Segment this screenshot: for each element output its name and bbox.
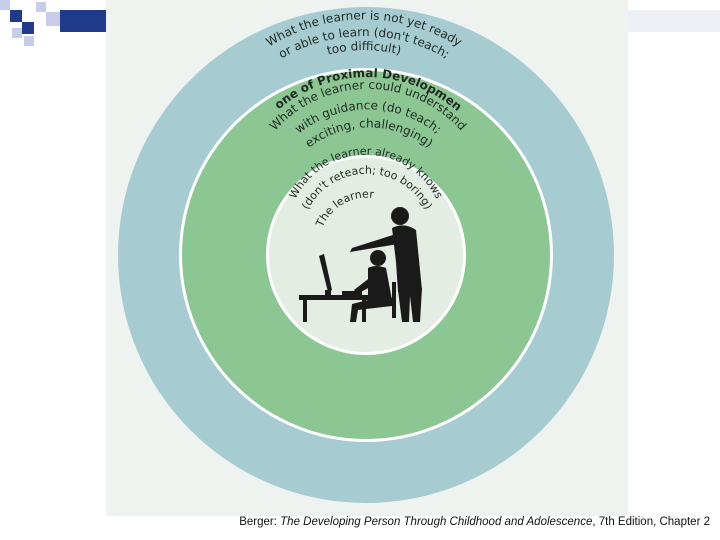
- teacher-and-learner-illustration: [299, 207, 422, 322]
- header-bar-decoration: [628, 10, 720, 32]
- learner-body: [368, 266, 392, 302]
- deco-square: [10, 10, 22, 22]
- deco-square: [24, 36, 34, 46]
- deco-square: [36, 2, 46, 12]
- corner-decoration: [0, 0, 110, 50]
- zpd-diagram: What the learner is not yet ready or abl…: [102, 0, 628, 516]
- learner-legs: [350, 298, 392, 322]
- caption-book-title: The Developing Person Through Childhood …: [280, 516, 593, 528]
- zpd-diagram-svg: What the learner is not yet ready or abl…: [102, 0, 614, 503]
- desk-leg-right: [362, 300, 366, 322]
- learner-head: [370, 250, 386, 266]
- caption-edition: , 7th Edition, Chapter 2: [592, 516, 710, 528]
- deco-square: [46, 12, 60, 26]
- teacher-legs: [398, 288, 422, 322]
- desk-top: [299, 295, 371, 300]
- teacher-arm: [350, 234, 398, 252]
- deco-square: [0, 0, 10, 10]
- teacher-head: [391, 207, 409, 225]
- monitor-stand: [325, 290, 331, 295]
- deco-square: [12, 28, 22, 38]
- caption-author: Berger:: [239, 516, 277, 528]
- citation-caption: Berger: The Developing Person Through Ch…: [0, 516, 710, 538]
- desk-leg-left: [303, 300, 307, 322]
- monitor: [319, 254, 332, 292]
- deco-square: [22, 22, 34, 34]
- learner-arm: [354, 276, 376, 294]
- chair-back: [392, 282, 396, 318]
- keyboard: [342, 291, 362, 295]
- teacher-body: [392, 225, 422, 292]
- outer-text-line-3: too difficult): [325, 39, 402, 58]
- deco-bar: [60, 10, 106, 32]
